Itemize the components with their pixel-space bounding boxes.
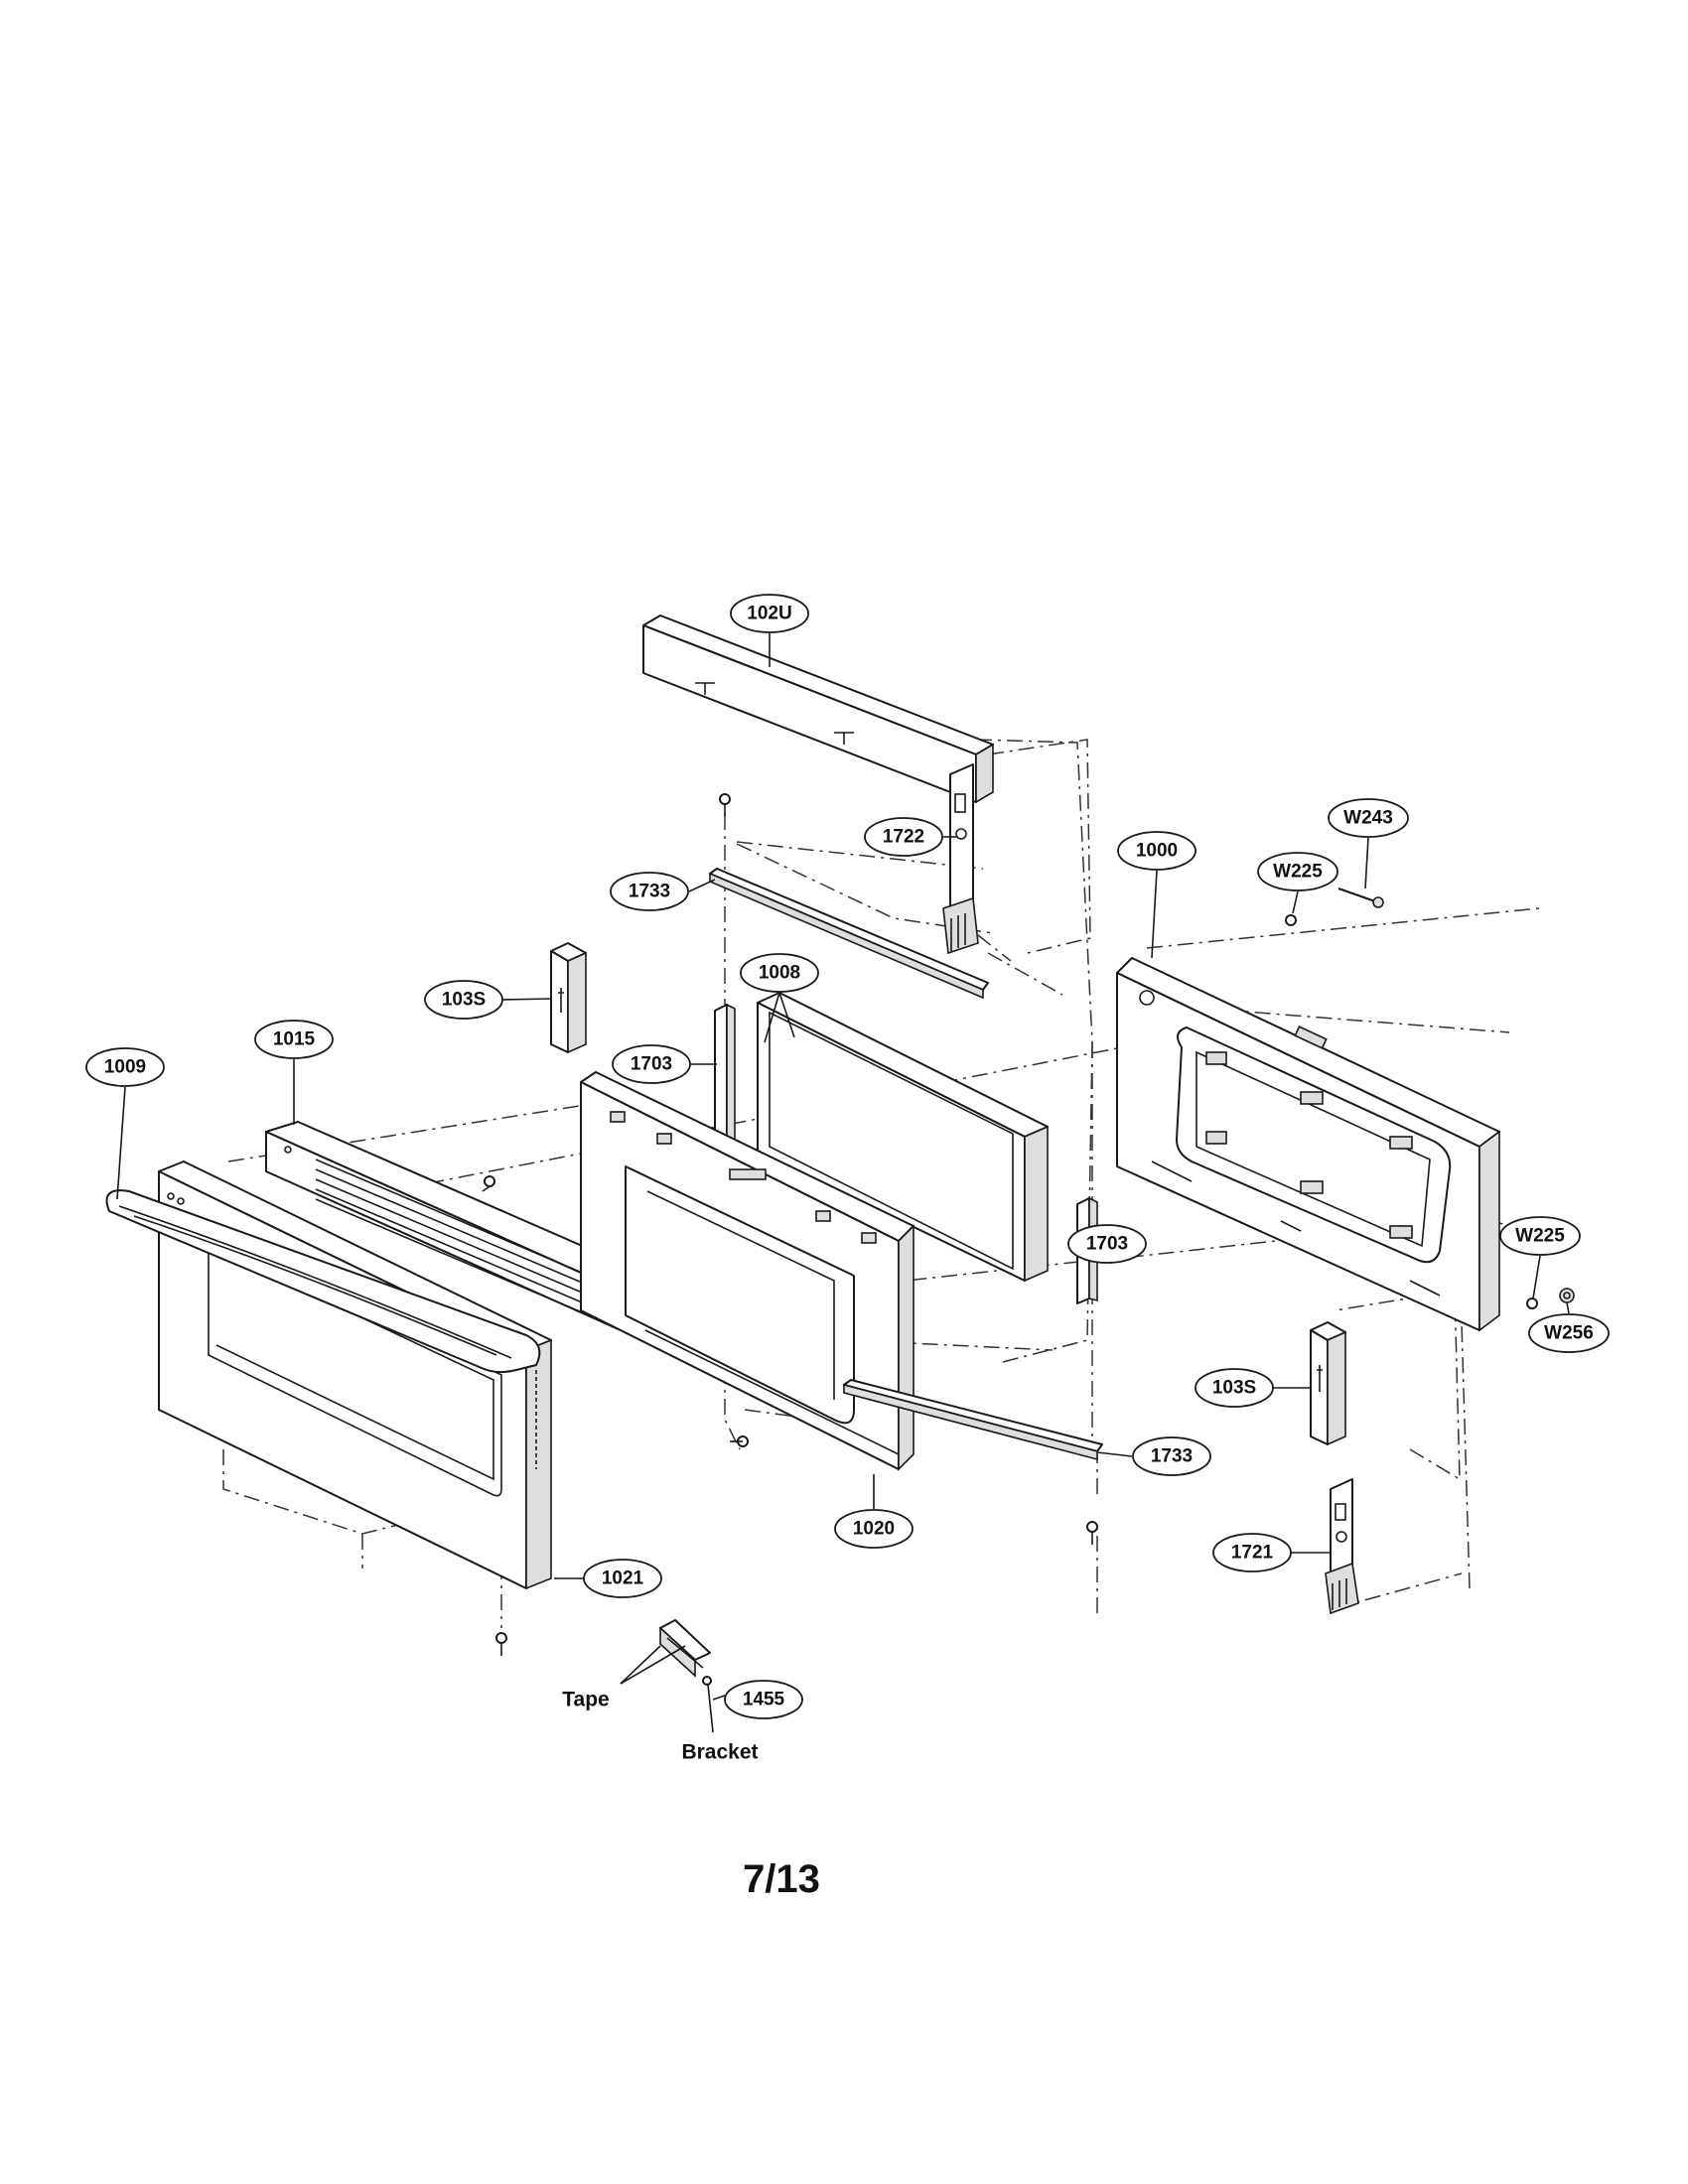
svg-text:1733: 1733 (1151, 1446, 1193, 1467)
svg-text:W225: W225 (1515, 1226, 1565, 1247)
part-1722-hinge (942, 763, 979, 955)
svg-text:1721: 1721 (1231, 1543, 1274, 1564)
callout-102U: 102U (730, 594, 809, 633)
callout-1721: 1721 (1212, 1533, 1292, 1572)
tape-label: Tape (562, 1689, 609, 1711)
part-W225-washer-top (1285, 914, 1297, 926)
svg-text:1021: 1021 (602, 1569, 644, 1589)
callout-W225-right: W225 (1499, 1216, 1581, 1256)
callout-103S-right: 103S (1195, 1368, 1274, 1408)
callout-1722: 1722 (864, 817, 943, 857)
callout-1733-top: 1733 (610, 872, 689, 911)
svg-text:103S: 103S (442, 990, 486, 1011)
part-W243-screw (1337, 887, 1384, 908)
svg-text:1733: 1733 (629, 882, 670, 902)
callout-1000: 1000 (1117, 831, 1196, 871)
part-1703-left (714, 1003, 736, 1153)
part-screw-top (719, 793, 731, 816)
callout-103S-left: 103S (424, 980, 503, 1020)
part-1455-bracket (659, 1619, 712, 1686)
svg-text:W243: W243 (1343, 808, 1393, 829)
callout-1021: 1021 (583, 1559, 662, 1598)
svg-text:1703: 1703 (631, 1054, 672, 1075)
svg-text:1009: 1009 (104, 1057, 146, 1078)
svg-text:1455: 1455 (743, 1690, 785, 1710)
svg-text:1020: 1020 (853, 1519, 895, 1540)
part-1733-bottom-rail (843, 1379, 1103, 1461)
svg-text:W256: W256 (1544, 1323, 1594, 1344)
part-1733-top-rail (709, 868, 989, 1000)
part-1020-door-liner (580, 1071, 914, 1471)
part-1009-handle (105, 1189, 541, 1374)
svg-text:102U: 102U (747, 604, 791, 624)
part-103S-left (550, 942, 587, 1054)
callout-W256: W256 (1528, 1313, 1610, 1353)
part-1021-outer-door (158, 1160, 552, 1590)
callout-1009: 1009 (85, 1047, 165, 1087)
part-W256-nut (1559, 1288, 1575, 1303)
callout-1703-right: 1703 (1067, 1224, 1147, 1264)
svg-text:103S: 103S (1212, 1378, 1256, 1399)
callout-W243: W243 (1328, 798, 1409, 838)
callout-1703-left: 1703 (612, 1044, 691, 1084)
callout-1015: 1015 (254, 1020, 334, 1059)
svg-text:1000: 1000 (1136, 841, 1178, 862)
page-number: 7/13 (743, 1857, 820, 1901)
part-1008-glass (757, 992, 1049, 1283)
callout-W225-top: W225 (1257, 852, 1338, 891)
svg-text:1015: 1015 (273, 1029, 316, 1050)
callout-1020: 1020 (834, 1509, 914, 1549)
svg-text:W225: W225 (1273, 862, 1323, 883)
part-W225-washer-right (1526, 1297, 1538, 1309)
callout-1455: 1455 (724, 1680, 803, 1719)
callout-1733-bottom: 1733 (1132, 1436, 1211, 1476)
bracket-label: Bracket (681, 1741, 758, 1764)
part-screws-misc (482, 1175, 1098, 1656)
svg-text:1008: 1008 (759, 963, 800, 984)
callout-1008: 1008 (740, 953, 819, 993)
svg-text:1722: 1722 (883, 827, 924, 848)
leader-lines (116, 633, 1570, 1733)
part-1000-inner-door (1116, 957, 1500, 1332)
svg-text:1703: 1703 (1086, 1234, 1128, 1255)
part-102U-top-trim (642, 614, 994, 804)
part-103S-right (1310, 1321, 1346, 1446)
part-1721-hinge (1325, 1478, 1359, 1615)
